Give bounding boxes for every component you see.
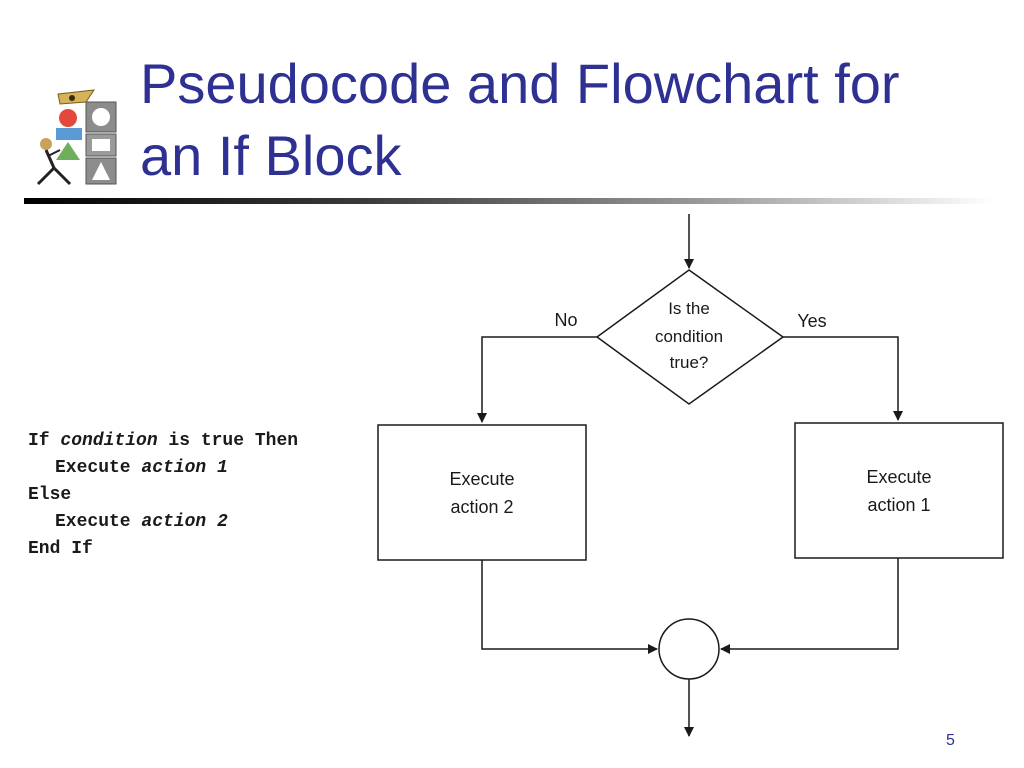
process-box-action-2-line-2: action 2 <box>450 497 513 517</box>
decision-text-line-3: true? <box>670 353 709 372</box>
pseudocode-segment: Execute <box>55 512 142 532</box>
pseudocode-segment: Execute <box>55 458 142 478</box>
pseudocode-line: If condition is true Then <box>28 428 298 455</box>
pseudocode-line: Else <box>28 482 298 509</box>
process-box-action-1-line-1: Execute <box>866 467 931 487</box>
slide-title: Pseudocode and Flowchart for an If Block <box>140 48 900 192</box>
process-box-action-1-line-2: action 1 <box>867 495 930 515</box>
pseudocode-segment: End If <box>28 539 93 559</box>
merge-arrow-from-action-1 <box>720 558 899 654</box>
pseudocode-line: End If <box>28 536 298 563</box>
no-branch-arrow <box>477 336 597 423</box>
title-divider <box>24 198 994 204</box>
pseudocode-line: Execute action 1 <box>28 455 298 482</box>
slide-page-number: 5 <box>946 732 955 749</box>
pseudocode-segment: is true Then <box>157 431 299 451</box>
slide-title-line-2: an If Block <box>140 124 402 187</box>
pseudocode-segment: condition <box>60 431 158 451</box>
slide-title-line-1: Pseudocode and Flowchart for <box>140 52 900 115</box>
merge-arrow-from-action-2 <box>481 560 658 654</box>
pseudocode-segment: Else <box>28 485 72 505</box>
merge-connector-circle <box>658 618 720 680</box>
decision-diamond <box>595 269 785 405</box>
pseudocode-line: Execute action 2 <box>28 509 298 536</box>
decision-text-line-1: Is the <box>668 299 710 318</box>
pseudocode-segment: action 1 <box>141 458 228 478</box>
slide-logo-clipart <box>36 89 117 186</box>
pseudocode-segment: If <box>28 431 61 451</box>
yes-branch-label: Yes <box>797 311 826 331</box>
process-box-action-2-line-1: Execute <box>449 469 514 489</box>
pseudocode-segment: action 2 <box>141 512 228 532</box>
yes-branch-arrow <box>783 336 903 421</box>
no-branch-label: No <box>554 310 577 330</box>
process-box-action-2 <box>377 424 587 561</box>
decision-text-line-2: condition <box>655 327 723 346</box>
process-box-action-1 <box>794 422 1004 559</box>
